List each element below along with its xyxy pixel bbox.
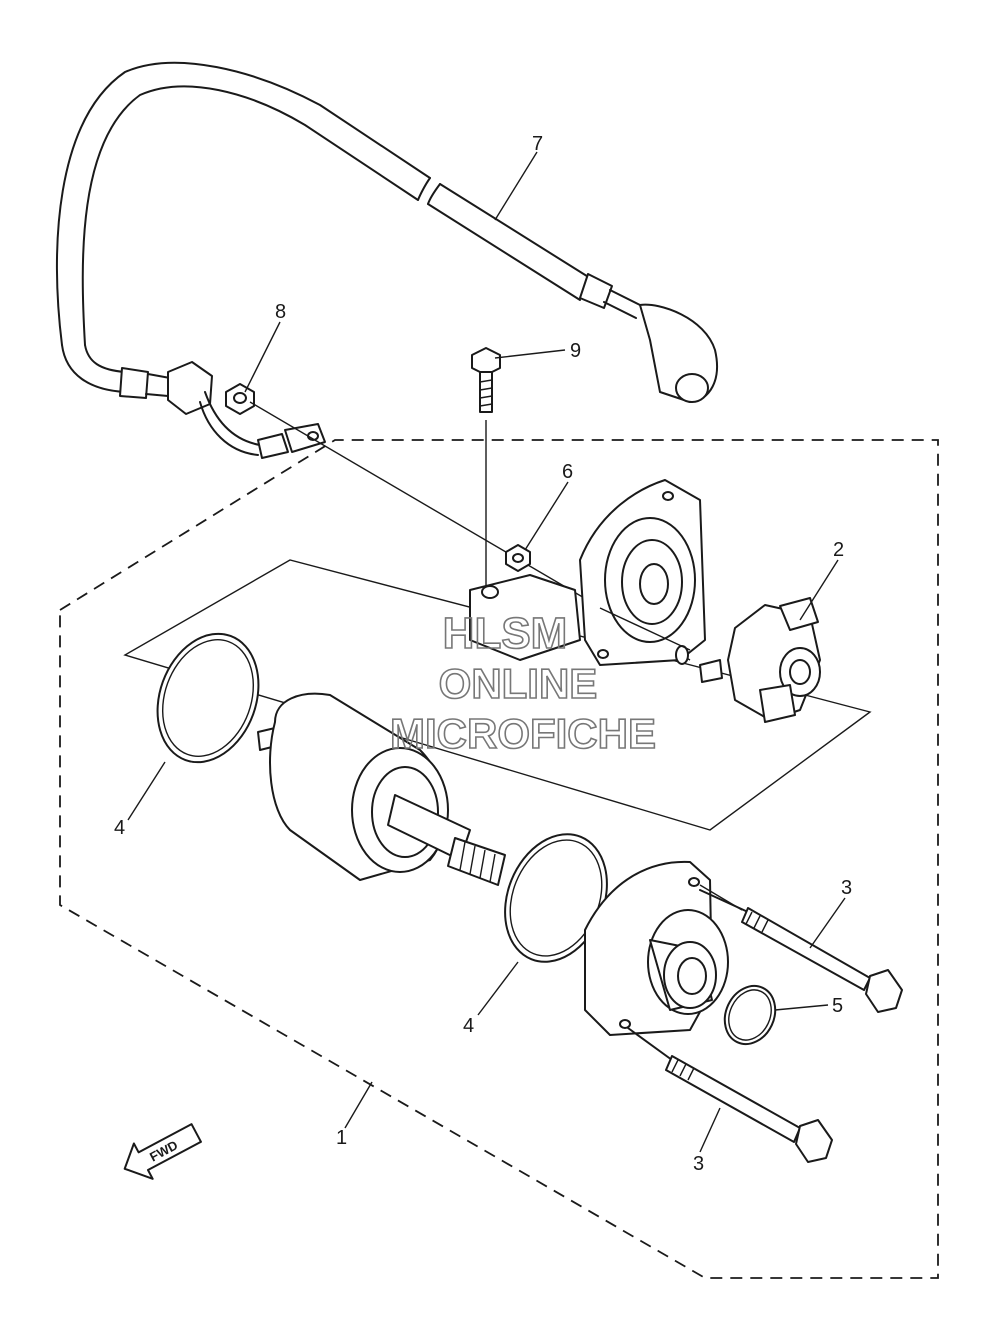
callout-8: 8 bbox=[275, 301, 286, 323]
watermark: HLSM ONLINE MICROFICHE bbox=[389, 608, 657, 758]
assembly-boundary bbox=[59, 439, 939, 1279]
o-ring-small bbox=[723, 984, 777, 1046]
starter-cable bbox=[55, 61, 718, 459]
fwd-arrow-icon: FWD bbox=[123, 1123, 202, 1180]
exploded-plane bbox=[123, 559, 872, 831]
callout-3-upper: 3 bbox=[841, 877, 852, 899]
front-cover bbox=[584, 860, 729, 1036]
callout-9: 9 bbox=[570, 340, 581, 362]
long-bolt-lower bbox=[627, 1027, 833, 1163]
callout-7: 7 bbox=[532, 133, 543, 155]
bolt bbox=[471, 347, 501, 413]
flange-nut bbox=[505, 544, 531, 572]
watermark-line-2: ONLINE bbox=[439, 660, 598, 707]
long-bolt-upper bbox=[699, 889, 903, 1013]
axis-line-2 bbox=[699, 884, 743, 911]
watermark-line-1: HLSM bbox=[443, 609, 568, 658]
nut bbox=[225, 383, 255, 415]
rear-cover bbox=[469, 479, 706, 666]
callout-4-left: 4 bbox=[114, 817, 125, 839]
leader-lines bbox=[127, 151, 846, 1153]
watermark-line-3: MICROFICHE bbox=[390, 710, 656, 757]
motor-yoke bbox=[257, 692, 506, 886]
brush-holder bbox=[675, 597, 821, 723]
o-ring-small-inner bbox=[728, 989, 772, 1041]
callout-1: 1 bbox=[336, 1127, 347, 1149]
o-ring-left-inner bbox=[161, 639, 255, 757]
callout-2: 2 bbox=[833, 539, 844, 561]
callout-5: 5 bbox=[832, 995, 843, 1017]
callout-4-right: 4 bbox=[463, 1015, 474, 1037]
o-ring-left bbox=[156, 632, 260, 764]
axis-line-1 bbox=[599, 607, 691, 651]
callout-6: 6 bbox=[562, 461, 573, 483]
callout-3-lower: 3 bbox=[693, 1153, 704, 1175]
